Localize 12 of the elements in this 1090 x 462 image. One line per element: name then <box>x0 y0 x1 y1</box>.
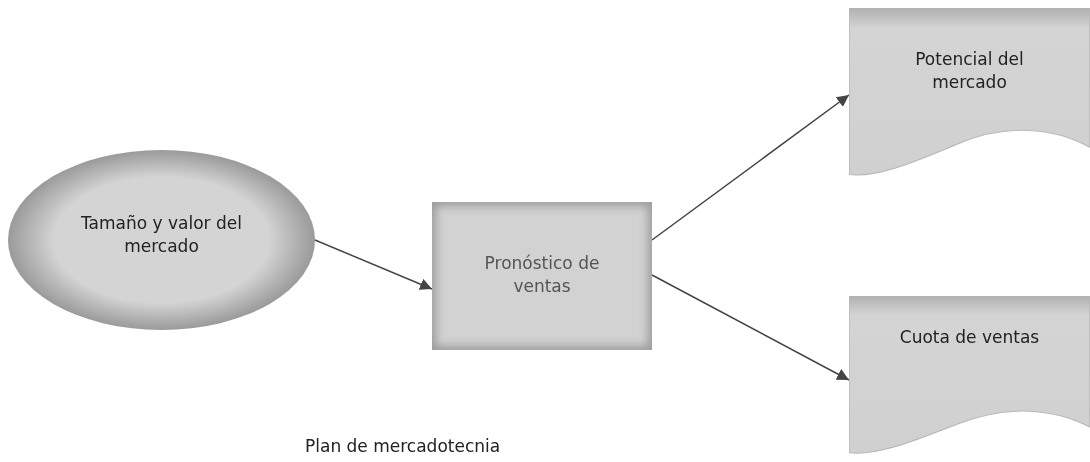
document-shape <box>849 296 1090 456</box>
node-text: Pronóstico de ventas <box>483 252 601 298</box>
document-shape <box>849 8 1090 178</box>
node-text: Cuota de ventas <box>898 326 1041 349</box>
node-text: Potencial del mercado <box>914 48 1025 94</box>
caption-label: Plan de mercadotecnia <box>305 436 501 456</box>
arrow <box>314 239 433 290</box>
node-text: Tamaño y valor del mercado <box>80 212 243 258</box>
arrow <box>651 274 850 381</box>
process-box <box>432 202 652 350</box>
ellipse-node <box>8 150 315 330</box>
arrow <box>651 94 850 241</box>
